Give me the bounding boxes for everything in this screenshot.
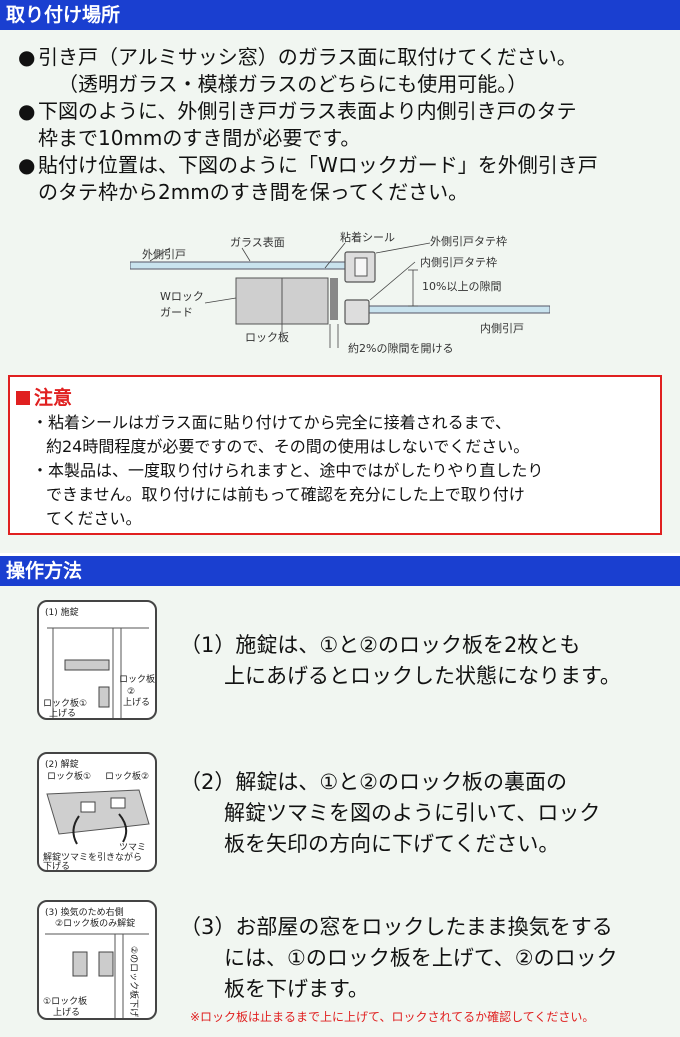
bullet-1-line2: （透明ガラス・模様ガラスのどちらにも使用可能。）	[58, 72, 528, 96]
label-inner-door: 内側引戸	[480, 321, 524, 335]
step-3-illustration: (3) 換気のため右側 ②ロック板のみ解錠 ①ロック板 上げる ②のロック板下げ…	[37, 900, 157, 1020]
label-outer-door: 外側引戸	[142, 247, 186, 261]
label-inner-frame: 内側引戸タテ枠	[420, 255, 497, 269]
step-1-illustration: (1) 施錠 ロック板 ② 上げる ロック板① 上げる	[37, 600, 157, 720]
svg-text:上げる: 上げる	[123, 697, 150, 708]
caution-line: ・本製品は、一度取り付けられますと、途中ではがしたりやり直したり	[32, 461, 544, 480]
label-guard: ガード	[160, 306, 193, 319]
svg-text:ロック板: ロック板	[119, 673, 155, 685]
operation-heading: 操作方法	[0, 556, 680, 586]
label-lock-plate: ロック板	[245, 330, 289, 344]
caution-line: ・粘着シールはガラス面に貼り付けてから完全に接着されるまで、	[32, 413, 512, 432]
installation-heading: 取り付け場所	[0, 0, 680, 30]
svg-text:ロック板①: ロック板①	[43, 697, 87, 709]
caution-line: てください。	[46, 509, 142, 528]
bullet-1-line1: ●引き戸（アルミサッシ窓）のガラス面に取付けてください。	[18, 45, 577, 69]
svg-text:②: ②	[127, 687, 135, 697]
label-glass-surface: ガラス表面	[230, 235, 285, 249]
svg-text:上げる: 上げる	[53, 1007, 80, 1018]
caution-box: 注意 ・粘着シールはガラス面に貼り付けてから完全に接着されるまで、 約24時間程…	[8, 375, 662, 535]
caution-title: 注意	[16, 383, 72, 410]
svg-text:②のロック板下げる: ②のロック板下げる	[128, 946, 140, 1018]
svg-text:①ロック板: ①ロック板	[43, 995, 87, 1007]
svg-text:上げる: 上げる	[49, 708, 76, 718]
label-gap-2: 約2%の隙間を開ける	[348, 341, 453, 355]
step-2-thumb-title: (2) 解錠	[45, 758, 79, 770]
step-3-text: （3）お部屋の窓をロックしたまま換気をする には、①のロック板を上げて、②のロッ…	[180, 915, 618, 1001]
svg-text:ロック板②: ロック板②	[105, 770, 149, 782]
caution-text: ・粘着シールはガラス面に貼り付けてから完全に接着されるまで、 約24時間程度が必…	[32, 411, 543, 531]
caution-line: できません。取り付けには前もって確認を充分にした上で取り付け	[46, 485, 525, 504]
step-1-thumb-title: (1) 施錠	[45, 606, 79, 618]
step-1-text: （1）施錠は、①と②のロック板を2枚とも 上にあげるとロックした状態になります。	[180, 633, 621, 688]
bullet-3-line2: のタテ枠から2mmのすき間を保ってください。	[38, 180, 469, 204]
svg-text:下げる: 下げる	[43, 861, 70, 870]
caution-line: 約24時間程度が必要ですので、その間の使用はしないでください。	[46, 437, 530, 456]
svg-text:ツマミ: ツマミ	[119, 843, 146, 853]
step-3-thumb-title: (3) 換気のため右側	[45, 906, 124, 918]
caution-square-icon	[16, 391, 30, 405]
bullet-2-line2: 枠まで10mmのすき間が必要です。	[38, 126, 361, 150]
svg-text:②ロック板のみ解錠: ②ロック板のみ解錠	[55, 917, 135, 929]
svg-text:解錠ツマミを引きながら: 解錠ツマミを引きながら	[43, 851, 142, 863]
label-gap-10: 10%以上の隙間	[422, 279, 501, 293]
installation-section: 取り付け場所 ●引き戸（アルミサッシ窓）のガラス面に取付けてください。 （透明ガ…	[0, 0, 680, 553]
label-adhesive-seal: 粘着シール	[340, 230, 395, 244]
bullet-3-line1: ●貼付け位置は、下図のように「Wロックガード」を外側引き戸	[18, 153, 598, 177]
installation-bullets: ●引き戸（アルミサッシ窓）のガラス面に取付けてください。 （透明ガラス・模様ガラ…	[18, 44, 668, 206]
label-outer-frame: 外側引戸タテ枠	[430, 234, 507, 248]
step-2-illustration: (2) 解錠 ロック板① ロック板② ツマミ 解錠ツマミを引きながら 下げる	[37, 752, 157, 872]
confirmation-note: ※ロック板は止まるまで上に上げて、ロックされてるか確認してください。	[190, 1010, 595, 1024]
installation-diagram: 外側引戸 ガラス表面 粘着シール 外側引戸タテ枠 内側引戸タテ枠 10%以上の隙…	[130, 230, 550, 355]
svg-text:ロック板①: ロック板①	[47, 770, 91, 782]
label-w-lock: Wロック	[160, 290, 204, 303]
step-2-text: （2）解錠は、①と②のロック板の裏面の 解錠ツマミを図のように引いて、ロック 板…	[180, 770, 601, 856]
bullet-2-line1: ●下図のように、外側引き戸ガラス表面より内側引き戸のタテ	[18, 99, 577, 123]
